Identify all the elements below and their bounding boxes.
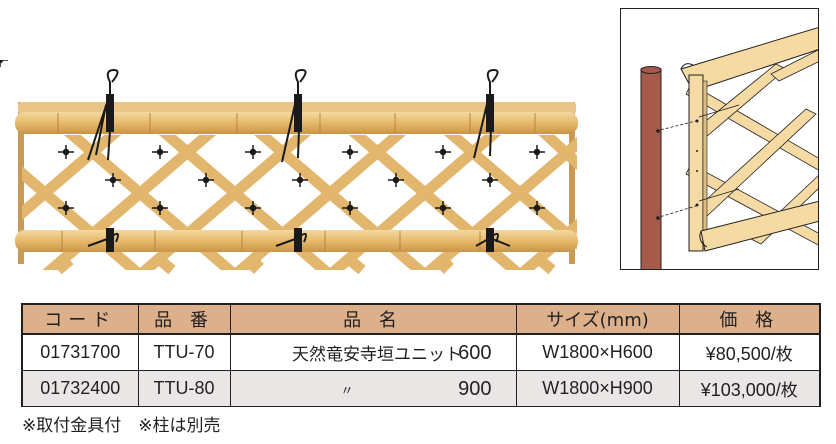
price-unit: 枚: [780, 380, 798, 401]
product-height: 600: [458, 342, 492, 364]
post-mounting-illustration: [640, 27, 818, 269]
table-row: 01731700 TTU-70 天然竜安寺垣ユニット 600 W1800×H60…: [21, 334, 821, 370]
table-header-row: コード 品 番 品 名 サイズ(mm) 価 格: [21, 304, 821, 334]
product-spec-table: コード 品 番 品 名 サイズ(mm) 価 格 01731700 TTU-70 …: [21, 303, 821, 407]
product-photo: [0, 60, 578, 275]
product-height: 900: [458, 377, 492, 400]
price-unit: 枚: [775, 344, 793, 365]
cell-price: ¥80,500/枚: [678, 334, 821, 370]
product-name: 天然竜安寺垣ユニット: [292, 344, 462, 365]
footnotes: ※取付金具付 ※柱は別売: [22, 416, 221, 436]
cell-code: 01731700: [21, 334, 139, 370]
header-code: コード: [21, 304, 139, 334]
ditto-mark: 〃: [340, 382, 354, 398]
price-value: ¥80,500/: [705, 343, 776, 364]
cell-part-no: TTU-70: [137, 334, 231, 370]
header-size: サイズ(mm): [515, 304, 680, 334]
price-value: ¥103,000/: [700, 379, 781, 400]
table-row: 01732400 TTU-80 〃 900 W1800×H900 ¥103,00…: [21, 370, 821, 406]
header-part-no: 品 番: [137, 304, 231, 334]
header-name: 品 名: [229, 304, 517, 334]
cell-size: W1800×H900: [515, 370, 680, 406]
header-price: 価 格: [678, 304, 821, 334]
cell-code: 01732400: [21, 370, 139, 406]
cell-size: W1800×H600: [515, 334, 680, 370]
cell-price: ¥103,000/枚: [678, 370, 821, 406]
installation-diagram: [620, 8, 819, 270]
cell-name: 〃 900: [229, 370, 517, 406]
cell-part-no: TTU-80: [137, 370, 231, 406]
cell-name: 天然竜安寺垣ユニット 600: [229, 334, 517, 370]
